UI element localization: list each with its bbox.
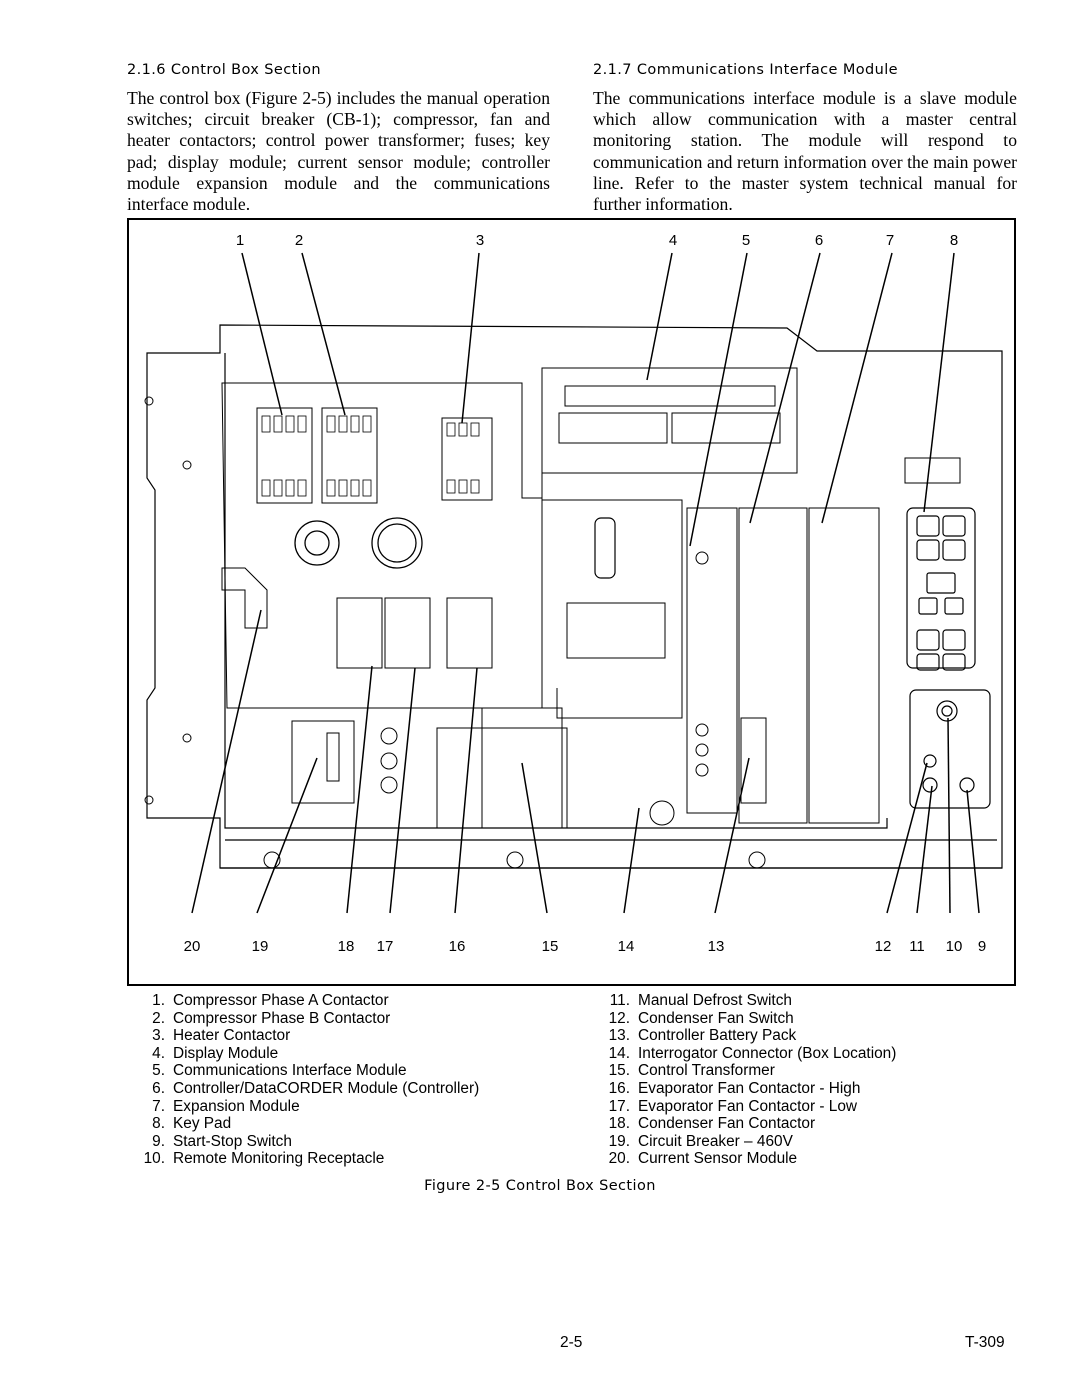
legend-item: 16.Evaporator Fan Contactor - High — [608, 1079, 861, 1097]
display-module — [541, 367, 798, 474]
legend-item: 7.Expansion Module — [152, 1097, 300, 1115]
section-heading-communications: 2.1.7 Communications Interface Module — [593, 62, 899, 78]
callout-bottom-9: 9 — [978, 938, 986, 955]
mounting-holes — [144, 396, 766, 869]
callout-top-6: 6 — [815, 232, 823, 249]
legend-item: 18.Condenser Fan Contactor — [608, 1115, 816, 1133]
side-mount-bracket — [904, 457, 961, 484]
callout-top-2: 2 — [295, 232, 303, 249]
contactor-terminals — [261, 415, 480, 497]
legend-item: 9.Start-Stop Switch — [152, 1132, 292, 1150]
callout-top-5: 5 — [742, 232, 750, 249]
callout-bottom-14: 14 — [618, 938, 635, 955]
switch-panel — [909, 689, 991, 809]
figure-border — [127, 218, 1016, 986]
legend-item: 3.Heater Contactor — [152, 1027, 291, 1045]
circuit-breaker — [291, 720, 355, 804]
legend-item: 15.Control Transformer — [608, 1062, 775, 1080]
leader-lines — [191, 252, 980, 914]
callout-bottom-10: 10 — [946, 938, 963, 955]
callout-bottom-17: 17 — [377, 938, 394, 955]
fan-contactors — [336, 597, 493, 669]
page-number: 2-5 — [560, 1334, 583, 1351]
legend-item: 2.Compressor Phase B Contactor — [152, 1009, 391, 1027]
callout-top-4: 4 — [669, 232, 677, 249]
section-heading-control-box: 2.1.6 Control Box Section — [127, 62, 321, 78]
callout-bottom-18: 18 — [338, 938, 355, 955]
callout-top-1: 1 — [236, 232, 244, 249]
contactor-plate — [221, 382, 683, 719]
key-pad — [906, 507, 976, 671]
module-holes — [695, 551, 709, 777]
legend-item: 19.Circuit Breaker – 460V — [608, 1132, 793, 1150]
breaker-holes — [380, 727, 398, 794]
legend-item: 14.Interrogator Connector (Box Location) — [608, 1044, 897, 1062]
callout-top-8: 8 — [950, 232, 958, 249]
callout-bottom-19: 19 — [252, 938, 269, 955]
callout-bottom-15: 15 — [542, 938, 559, 955]
figure-caption: Figure 2-5 Control Box Section — [424, 1178, 656, 1194]
paragraph-communications: The communications interface module is a… — [593, 88, 1017, 215]
compressor-contactors — [256, 407, 493, 504]
legend-item: 6.Controller/DataCORDER Module (Controll… — [152, 1079, 480, 1097]
callout-bottom-16: 16 — [449, 938, 466, 955]
legend-item: 11.Manual Defrost Switch — [609, 992, 792, 1009]
transformer-rings — [294, 517, 423, 569]
callout-bottom-20: 20 — [184, 938, 201, 955]
legend-item: 20.Current Sensor Module — [608, 1150, 798, 1168]
paragraph-control-box: The control box (Figure 2-5) includes th… — [127, 88, 550, 215]
controller-modules — [686, 507, 880, 824]
callout-bottom-13: 13 — [708, 938, 725, 955]
legend-item: 10.Remote Monitoring Receptacle — [143, 1150, 385, 1168]
callout-top-3: 3 — [476, 232, 484, 249]
legend-item: 12.Condenser Fan Switch — [608, 1009, 794, 1027]
callout-bottom-12: 12 — [875, 938, 892, 955]
current-sensor-bracket — [221, 567, 268, 629]
control-box-figure: 1 2 3 4 5 6 7 8 20 19 18 17 16 15 14 13 … — [127, 218, 1016, 986]
legend-item: 5.Communications Interface Module — [152, 1062, 407, 1080]
callout-bottom-11: 11 — [909, 938, 925, 955]
legend-item: 4.Display Module — [152, 1044, 279, 1062]
interrogator-connector-area — [566, 602, 666, 659]
legend-item: 13.Controller Battery Pack — [608, 1027, 797, 1045]
callout-top-7: 7 — [886, 232, 894, 249]
legend-item: 17.Evaporator Fan Contactor - Low — [608, 1097, 857, 1115]
legend-item: 8.Key Pad — [152, 1115, 232, 1133]
legend-right-list: 11.Manual Defrost Switch 12.Condenser Fa… — [592, 992, 897, 1168]
document-number: T-309 — [965, 1334, 1005, 1351]
legend-item: 1.Compressor Phase A Contactor — [152, 992, 389, 1009]
legend-left-list: 1.Compressor Phase A Contactor 2.Compres… — [127, 992, 480, 1168]
